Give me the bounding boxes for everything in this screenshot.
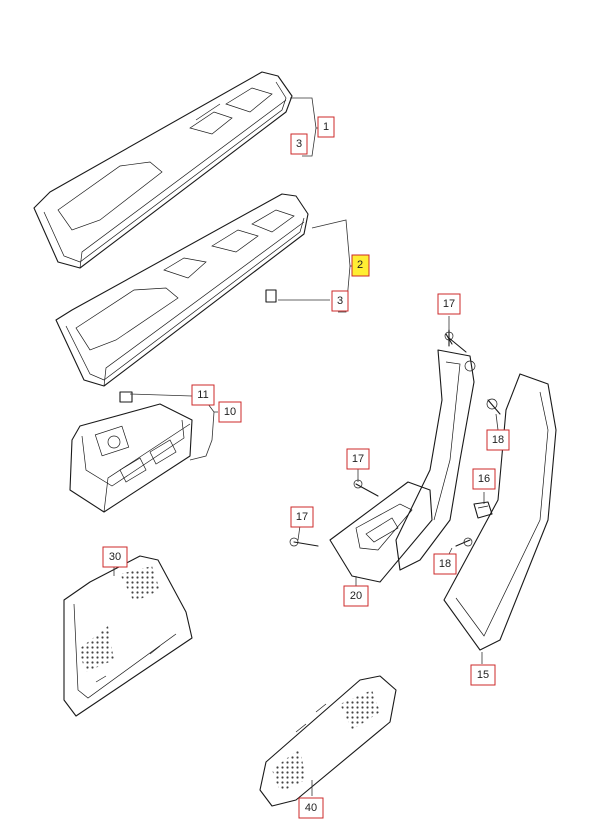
svg-text:3: 3 xyxy=(296,138,302,150)
svg-text:1: 1 xyxy=(323,121,329,133)
svg-text:2: 2 xyxy=(357,259,363,271)
svg-text:18: 18 xyxy=(492,434,504,446)
svg-text:3: 3 xyxy=(337,295,343,307)
svg-text:17: 17 xyxy=(443,298,455,310)
callout-20[interactable]: 20 xyxy=(343,585,369,607)
callout-17-left[interactable]: 17 xyxy=(290,506,314,528)
svg-text:11: 11 xyxy=(197,389,208,401)
callout-10[interactable]: 10 xyxy=(218,401,242,423)
svg-text:17: 17 xyxy=(352,453,364,465)
callout-40[interactable]: 40 xyxy=(298,797,324,819)
callout-30[interactable]: 30 xyxy=(102,546,128,568)
callout-11[interactable]: 11 xyxy=(191,384,215,406)
pull-handle xyxy=(329,481,433,583)
callout-3-lower[interactable]: 3 xyxy=(331,290,349,312)
callout-1[interactable]: 1 xyxy=(317,116,335,138)
callout-15[interactable]: 15 xyxy=(470,664,496,686)
pillar-trim xyxy=(395,349,557,651)
svg-text:40: 40 xyxy=(305,802,317,814)
leader-lines xyxy=(113,97,499,796)
switch-bracket xyxy=(69,391,193,513)
screw-17c xyxy=(289,537,319,547)
armrest-trim-lower xyxy=(55,193,309,387)
svg-text:18: 18 xyxy=(439,558,451,570)
svg-text:10: 10 xyxy=(224,406,236,418)
callout-17-middle[interactable]: 17 xyxy=(346,448,370,470)
callout-18-bottom[interactable]: 18 xyxy=(433,553,457,575)
callout-16[interactable]: 16 xyxy=(472,468,496,490)
callout-18-top[interactable]: 18 xyxy=(486,429,510,451)
svg-text:20: 20 xyxy=(350,590,362,602)
callout-3-upper[interactable]: 3 xyxy=(290,133,308,155)
svg-text:30: 30 xyxy=(109,551,121,563)
armrest-trim-upper xyxy=(33,71,293,269)
speaker-grille-30 xyxy=(63,555,193,717)
callout-17-top[interactable]: 17 xyxy=(437,293,461,315)
screw-18b xyxy=(455,537,473,547)
screw-18a xyxy=(486,398,501,415)
tweeter-grille-40 xyxy=(259,675,397,807)
svg-text:17: 17 xyxy=(296,511,308,523)
screw-17a xyxy=(444,329,467,353)
screw-17b xyxy=(353,479,379,497)
callout-2[interactable]: 2 xyxy=(351,254,370,277)
svg-text:15: 15 xyxy=(477,669,489,681)
svg-text:16: 16 xyxy=(478,473,490,485)
clip-16 xyxy=(473,501,493,519)
